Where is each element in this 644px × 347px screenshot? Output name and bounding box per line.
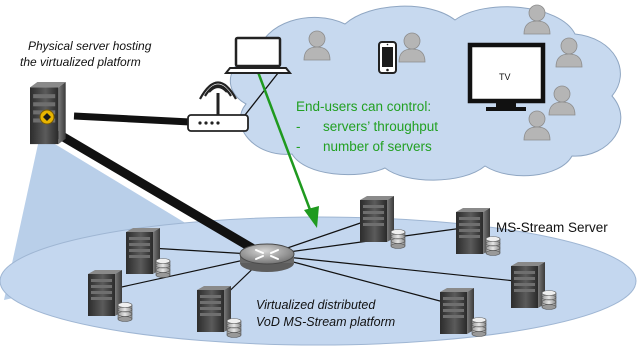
- platform-label-line2: VoD MS-Stream platform: [256, 315, 395, 329]
- wifi-router-icon: [187, 81, 249, 132]
- physical-server-label-line1: Physical server hosting: [28, 39, 152, 53]
- ms-stream-server-label: MS-Stream Server: [496, 220, 608, 235]
- database-icon: [541, 290, 557, 310]
- control-item-throughput: servers’ throughput: [323, 119, 438, 134]
- control-item-servers: number of servers: [323, 139, 432, 154]
- server-tower-icon: [511, 262, 545, 308]
- smartphone-icon: [378, 41, 397, 74]
- shield-badge-icon: [39, 109, 55, 125]
- physical-server-label-line2: the virtualized platform: [20, 55, 141, 69]
- router-icon: [239, 243, 295, 272]
- database-icon: [155, 258, 171, 278]
- database-icon: [471, 317, 487, 337]
- server-tower-icon: [197, 286, 231, 332]
- television-icon: [467, 42, 546, 111]
- database-icon: [485, 236, 501, 256]
- server-tower-icon: [360, 196, 394, 242]
- server-wifi-link: [73, 112, 191, 126]
- laptop-icon: [223, 36, 293, 74]
- tv-label: TV: [499, 72, 511, 82]
- server-tower-icon: [440, 288, 474, 334]
- physical-server-link: [55, 130, 267, 259]
- database-icon: [117, 302, 133, 322]
- control-heading: End-users can control:: [296, 99, 431, 114]
- database-icon: [390, 229, 406, 249]
- wifi-laptop-link: [244, 67, 283, 116]
- server-tower-icon: [126, 228, 160, 274]
- database-icon: [226, 318, 242, 338]
- server-tower-icon: [456, 208, 490, 254]
- control-item-bullet: -: [296, 119, 301, 134]
- control-link: [256, 71, 314, 216]
- control-link-arrowhead: [304, 206, 319, 228]
- platform-label-line1: Virtualized distributed: [256, 298, 376, 312]
- control-item-bullet: -: [296, 139, 301, 154]
- server-tower-icon: [88, 270, 122, 316]
